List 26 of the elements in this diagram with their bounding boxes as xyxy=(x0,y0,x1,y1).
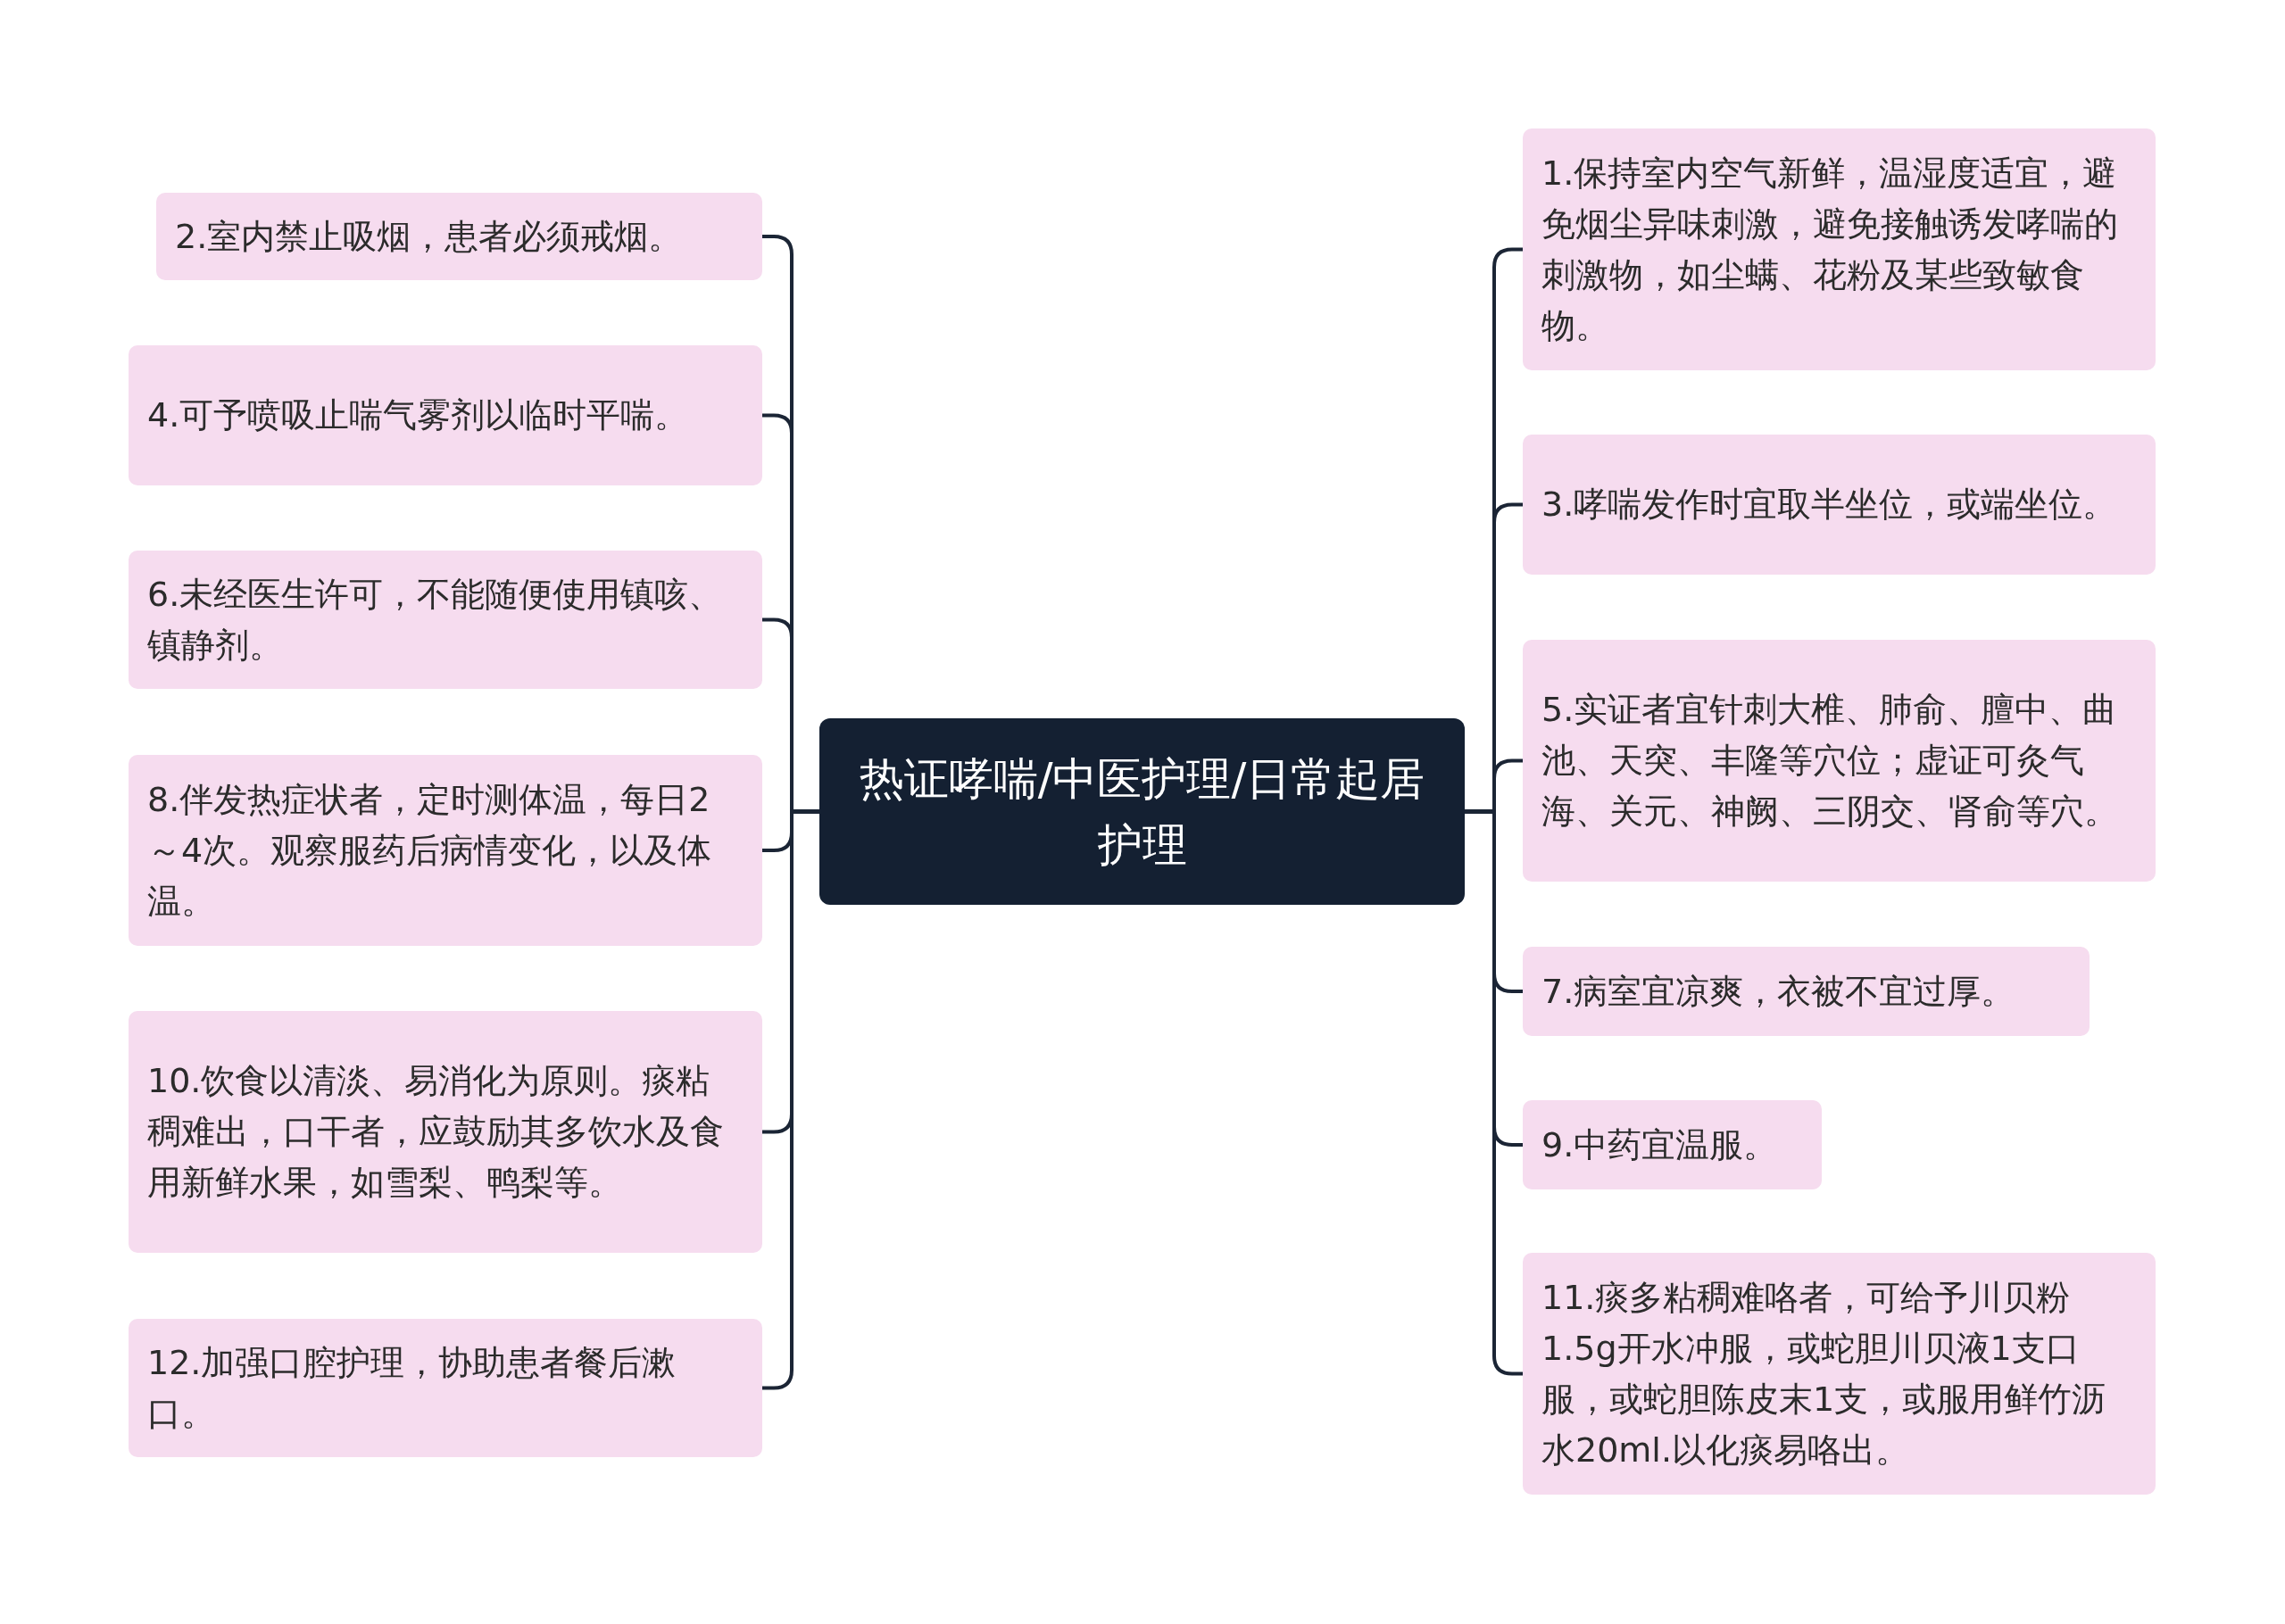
topic-text: 8.伴发热症状者，定时测体温，每日2～4次。观察服药后病情变化，以及体温。 xyxy=(147,778,713,923)
topic-text: 1.保持室内空气新鲜，温湿度适宜，避免烟尘异味刺激，避免接触诱发哮喘的刺激物，如尘螨、花粉及某些致敏食物。 xyxy=(1541,152,2119,347)
topic-text: 5.实证者宜针刺大椎、肺俞、膻中、曲池、天突、丰隆等穴位；虚证可灸气海、关元、神阙、三阴交、肾俞等穴。 xyxy=(1541,689,2119,833)
topic-box xyxy=(156,193,762,280)
topic-box xyxy=(1523,1100,1822,1189)
topic-text: 7.病室宜凉爽，衣被不宜过厚。 xyxy=(1541,970,2016,1013)
topic-text: 12.加强口腔护理，协助患者餐后漱口。 xyxy=(147,1341,677,1435)
topic-text: 6.未经医生许可，不能随便使用镇咳、镇静剂。 xyxy=(147,573,724,667)
topic-text: 4.可予喷吸止喘气雾剂以临时平喘。 xyxy=(147,394,690,436)
topic-text: 2.室内禁止吸烟，患者必须戒烟。 xyxy=(175,215,684,258)
topic-title: 热证哮喘/中医护理/日常起居护理 xyxy=(858,751,1426,873)
topic-box xyxy=(129,551,762,689)
topic-box xyxy=(1523,1253,2156,1495)
topic-box xyxy=(1523,435,2156,575)
topic-box xyxy=(1523,128,2156,370)
topic-box xyxy=(1523,947,2090,1036)
topic-box xyxy=(129,1011,762,1253)
topic-text: 3.哮喘发作时宜取半坐位，或端坐位。 xyxy=(1541,484,2118,526)
topic-box xyxy=(129,1319,762,1457)
topic-box xyxy=(1523,640,2156,882)
topic-text: 9.中药宜温服。 xyxy=(1541,1123,1779,1166)
central-topic xyxy=(819,718,1465,905)
topic-box xyxy=(129,345,762,485)
topic-text: 11.痰多粘稠难咯者，可给予川贝粉1.5g开水冲服，或蛇胆川贝液1支口服，或蛇胆陈皮末1支，或服用鲜竹沥水20ml.以化痰易咯出。 xyxy=(1541,1276,2107,1471)
topic-box xyxy=(129,755,762,946)
topic-text: 10.饮食以清淡、易消化为原则。痰粘稠难出，口干者，应鼓励其多饮水及食用新鲜水果，如雪梨、鸭梨等。 xyxy=(147,1060,725,1204)
